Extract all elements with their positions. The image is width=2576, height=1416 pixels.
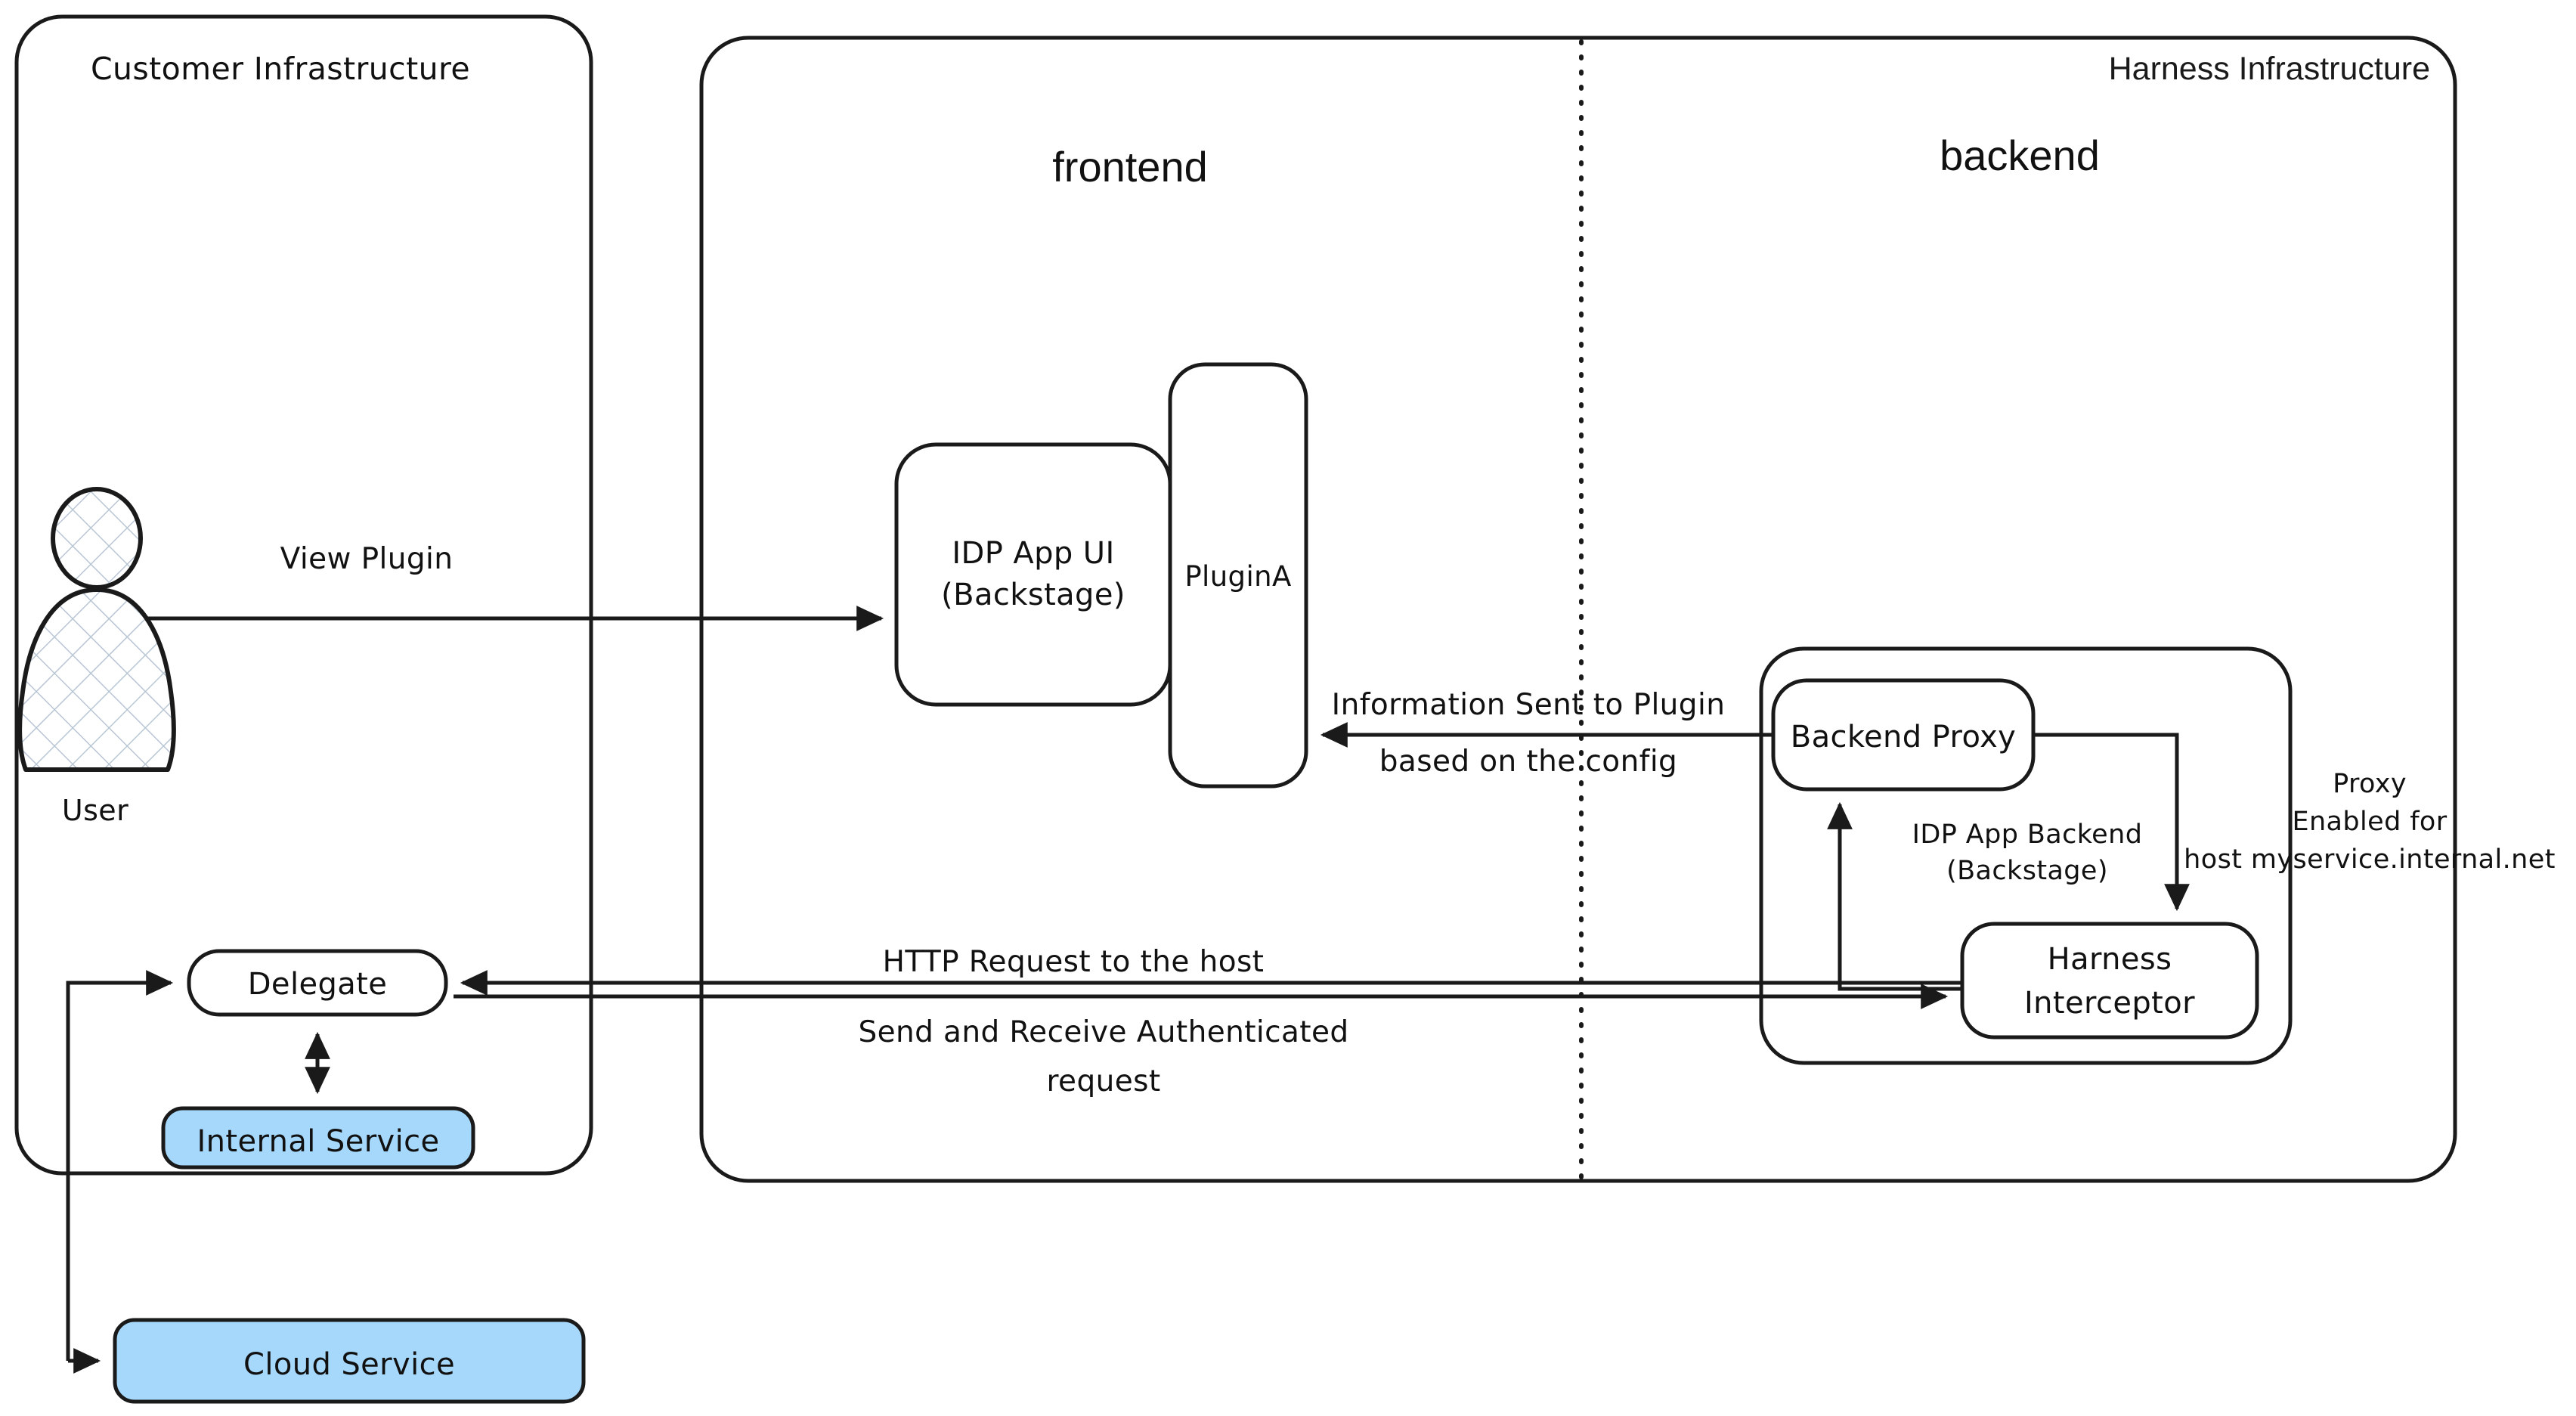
node-delegate-label: Delegate	[248, 967, 388, 1002]
edge-proxy-to-interceptor	[2033, 733, 2190, 912]
node-cloud-service-label: Cloud Service	[243, 1347, 455, 1382]
edge-http-request-to-host: HTTP Request to the host	[460, 945, 1962, 996]
annotation-proxy-enabled-line3: host myservice.internal.net	[2184, 844, 2556, 875]
user-actor: User	[17, 487, 176, 827]
zone-label-backend: backend	[1940, 132, 2100, 179]
node-idp-app-ui-label-line2: (Backstage)	[941, 578, 1125, 612]
edge-authenticated-label-line2: request	[1046, 1064, 1160, 1098]
node-backend-proxy-label: Backend Proxy	[1791, 720, 2017, 754]
node-harness-interceptor[interactable]: Harness Interceptor	[1960, 922, 2259, 1040]
idp-app-backend-label-line2: (Backstage)	[1946, 856, 2108, 886]
zone-label-frontend: frontend	[1052, 143, 1208, 191]
edge-cloud-to-delegate-line	[66, 970, 174, 1361]
node-idp-app-ui[interactable]: IDP App UI (Backstage)	[894, 442, 1172, 707]
annotation-proxy-enabled-line2: Enabled for	[2292, 807, 2447, 837]
customer-infrastructure-container: Customer Infrastructure	[14, 14, 593, 1176]
edge-information-sent-label-line2: based on the config	[1379, 745, 1677, 779]
node-internal-service[interactable]: Internal Service	[161, 1106, 475, 1170]
idp-app-backend-label-line1: IDP App Backend	[1912, 820, 2143, 850]
annotation-proxy-enabled-line1: Proxy	[2333, 769, 2407, 799]
edge-information-sent-label-line1: Information Sent to Plugin	[1332, 688, 1726, 722]
node-idp-app-ui-label-line1: IDP App UI	[952, 536, 1114, 571]
edge-authenticated-request: Send and Receive Authenticated request	[454, 984, 1949, 1098]
node-plugin-a-label: PluginA	[1184, 560, 1291, 593]
edge-view-plugin: View Plugin	[148, 542, 884, 631]
annotation-proxy-enabled: Proxy Enabled for host myservice.interna…	[2184, 769, 2556, 875]
node-harness-interceptor-label-line1: Harness	[2048, 942, 2172, 977]
node-backend-proxy[interactable]: Backend Proxy	[1771, 678, 2036, 792]
customer-infrastructure-label: Customer Infrastructure	[91, 51, 470, 87]
edge-information-sent-to-plugin: Information Sent to Plugin based on the …	[1320, 688, 1773, 779]
node-cloud-service[interactable]: Cloud Service	[113, 1318, 586, 1404]
node-internal-service-label: Internal Service	[197, 1124, 439, 1159]
edge-proxy-to-interceptor-line	[2033, 733, 2190, 912]
user-body-icon	[17, 587, 176, 772]
edge-http-request-label: HTTP Request to the host	[883, 945, 1265, 979]
node-harness-interceptor-label-line2: Interceptor	[2024, 986, 2195, 1021]
user-head-icon	[51, 487, 143, 590]
user-label: User	[62, 794, 128, 827]
harness-infrastructure-label: Harness Infrastructure	[2109, 51, 2430, 87]
edge-cloud-service-to-delegate	[66, 970, 174, 1374]
edge-view-plugin-label: View Plugin	[280, 542, 454, 576]
node-delegate[interactable]: Delegate	[187, 949, 448, 1017]
node-plugin-a[interactable]: PluginA	[1168, 362, 1308, 789]
edge-authenticated-label-line1: Send and Receive Authenticated	[858, 1015, 1348, 1049]
